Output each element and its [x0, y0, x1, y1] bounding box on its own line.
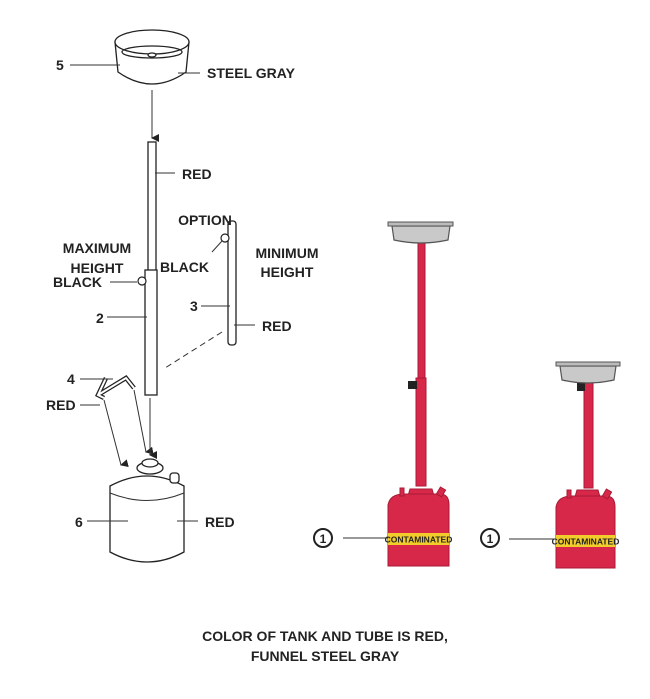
- option-label: OPTION: [178, 212, 232, 228]
- tank-red-label: RED: [205, 514, 235, 530]
- steel-gray-label: STEEL GRAY: [207, 65, 296, 81]
- assembled-max-height: CONTAMINATED 1: [313, 221, 454, 567]
- option-black-label: BLACK: [160, 259, 209, 275]
- caption-line-1: COLOR OF TANK AND TUBE IS RED,: [202, 628, 448, 644]
- maximum-height-label: MAXIMUM: [63, 240, 131, 256]
- maximum-height-label-2: HEIGHT: [71, 260, 124, 276]
- assembled-min-height: CONTAMINATED 1: [480, 361, 621, 569]
- minimum-height-label: MINIMUM: [256, 245, 319, 261]
- contaminated-label: CONTAMINATED: [552, 537, 620, 547]
- exploded-view: 5 STEEL GRAY RED MAXIMUM HEIGHT BLACK 2 …: [46, 29, 319, 563]
- part-number-6: 6: [75, 514, 83, 530]
- callout-1-right: 1: [487, 532, 494, 546]
- part-number-2: 2: [96, 310, 104, 326]
- callout-1-left: 1: [320, 532, 327, 546]
- funnel-part-5: [114, 29, 190, 85]
- part-number-5: 5: [56, 57, 64, 73]
- tank-part-6: [109, 458, 185, 563]
- tube-part-2: [137, 141, 158, 396]
- part-number-4: 4: [67, 371, 75, 387]
- black-knob-icon: [577, 383, 585, 391]
- funnel-icon: [559, 365, 617, 384]
- black-knob-icon: [408, 381, 417, 389]
- option-tube-part-3: [220, 220, 237, 346]
- bracket-part-4: [95, 375, 136, 401]
- upper-tube-red-label: RED: [182, 166, 212, 182]
- black-knob-label: BLACK: [53, 274, 102, 290]
- black-knob-icon: [220, 233, 230, 243]
- black-knob-icon: [137, 276, 147, 286]
- funnel-icon: [391, 225, 451, 244]
- bracket-red-label: RED: [46, 397, 76, 413]
- option-tube-red-label: RED: [262, 318, 292, 334]
- part-number-3: 3: [190, 298, 198, 314]
- contaminated-label: CONTAMINATED: [385, 535, 453, 545]
- caption-line-2: FUNNEL STEEL GRAY: [251, 648, 400, 664]
- minimum-height-label-2: HEIGHT: [261, 264, 314, 280]
